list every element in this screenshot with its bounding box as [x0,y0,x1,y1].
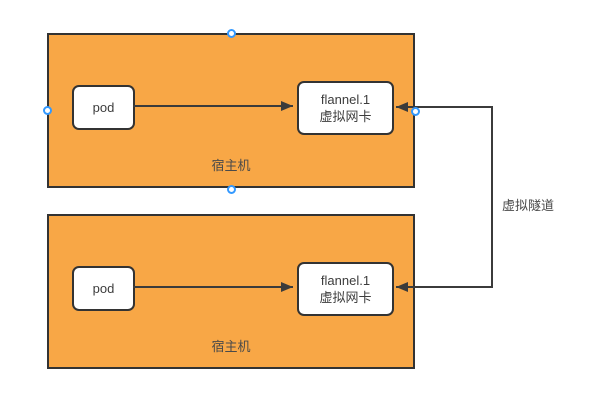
pod-label: pod [92,281,115,296]
tunnel-label: 虚拟隧道 [502,198,555,213]
host-box-top[interactable]: pod flannel.1 虚拟网卡 宿主机 [47,33,415,188]
flannel-node-top[interactable]: flannel.1 虚拟网卡 [297,81,394,135]
pod-node-top[interactable]: pod [72,85,135,130]
flannel-label-line1: flannel.1 [320,273,371,288]
connection-point-handle-right[interactable] [411,107,420,116]
pod-label: pod [92,100,115,115]
flannel-label-line1: flannel.1 [320,92,371,107]
flannel-label-line2: 虚拟网卡 [319,290,372,305]
flannel-node-bottom[interactable]: flannel.1 虚拟网卡 [297,262,394,316]
host-label: 宿主机 [211,339,251,354]
host-label: 宿主机 [211,158,251,173]
connection-point-handle-left[interactable] [43,106,52,115]
connection-point-handle-top[interactable] [227,29,236,38]
connection-point-handle-bottom[interactable] [227,185,236,194]
flannel-label-line2: 虚拟网卡 [319,109,372,124]
host-box-bottom[interactable]: pod flannel.1 虚拟网卡 宿主机 [47,214,415,369]
pod-node-bottom[interactable]: pod [72,266,135,311]
